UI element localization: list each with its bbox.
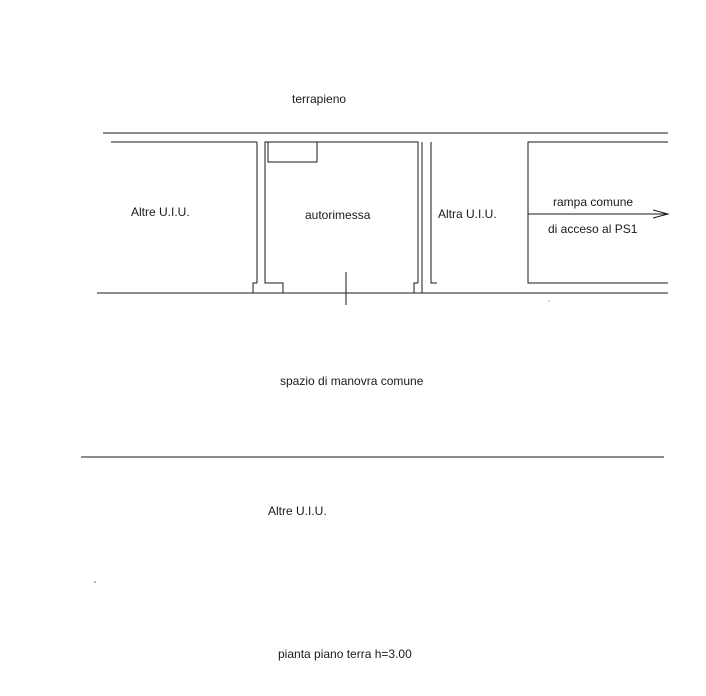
dot-mark	[94, 581, 96, 583]
label-terrapieno: terrapieno	[292, 92, 347, 106]
mid-unit-wall	[430, 142, 437, 284]
left-pillar	[252, 141, 419, 294]
label-rampa-line1: rampa comune	[553, 195, 634, 209]
caption: pianta piano terra h=3.00	[278, 647, 412, 661]
label-altra-uiu-mid: Altra U.I.U.	[438, 207, 497, 221]
ramp-enclosure	[527, 141, 668, 284]
label-altre-uiu-bottom: Altre U.I.U.	[268, 504, 327, 518]
dot-mark-2	[548, 300, 550, 302]
label-altre-uiu-left: Altre U.I.U.	[131, 205, 190, 219]
label-autorimessa: autorimessa	[305, 208, 371, 222]
garage-corner-box	[267, 142, 318, 163]
label-spazio-manovra: spazio di manovra comune	[280, 374, 424, 388]
ramp-arrow-head	[652, 209, 670, 219]
label-rampa-line2: di acceso al PS1	[548, 222, 638, 236]
